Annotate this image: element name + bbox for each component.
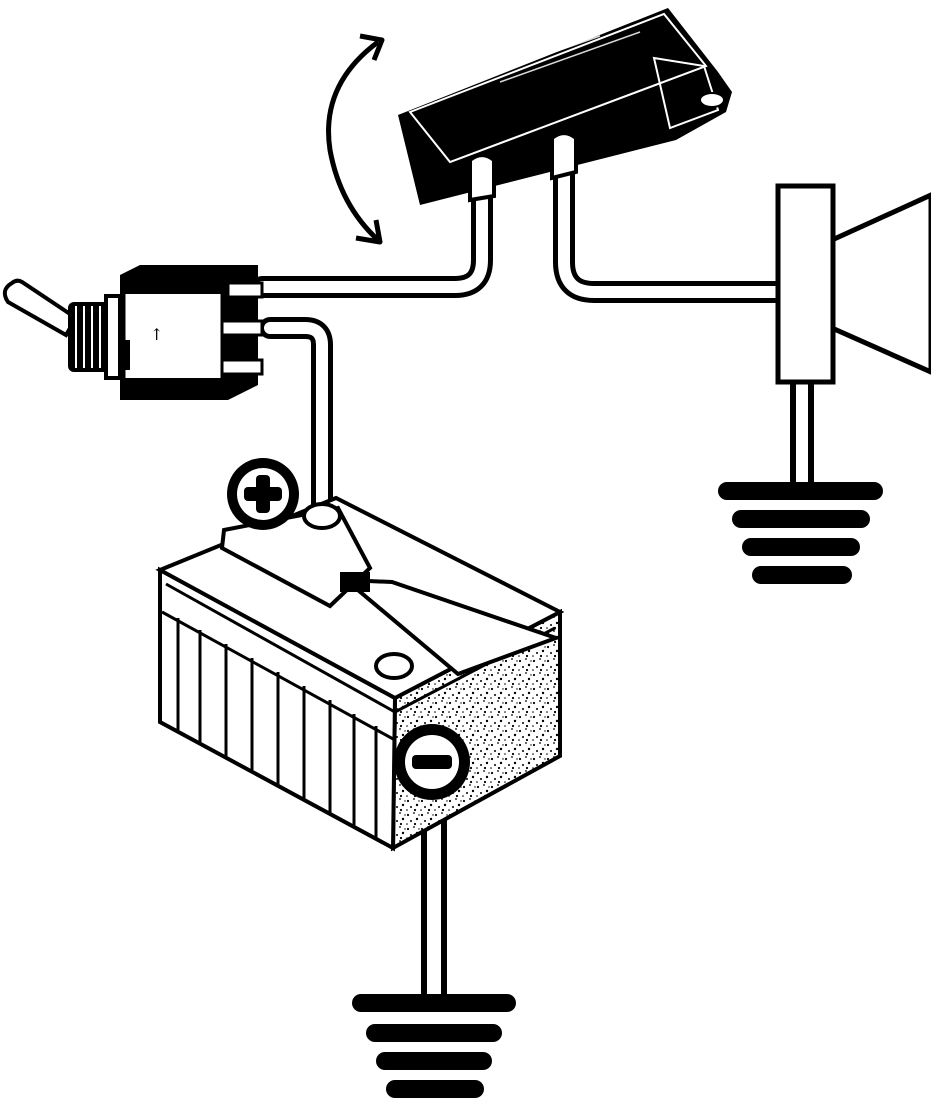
ground-symbol-horn <box>718 482 883 584</box>
wire-switch-to-battery <box>259 317 333 516</box>
wire-battery-to-ground <box>421 800 447 1000</box>
wire-switch-to-relay <box>251 147 493 298</box>
battery <box>155 495 565 852</box>
svg-text:↑: ↑ <box>150 325 163 344</box>
toggle-switch: ↑ <box>2 265 264 400</box>
minus-symbol-text: − <box>432 767 433 769</box>
plus-symbol-text: + <box>263 498 264 501</box>
wire-horn-to-ground <box>790 380 814 488</box>
relay-module <box>398 8 732 205</box>
positive-terminal-marker: + <box>227 458 299 530</box>
horn-speaker-icon <box>775 183 931 385</box>
negative-terminal-marker: − <box>394 724 470 800</box>
wire-relay-to-horn <box>553 129 791 303</box>
rotation-arrow-icon <box>326 33 385 245</box>
ground-symbol-battery <box>352 994 516 1098</box>
